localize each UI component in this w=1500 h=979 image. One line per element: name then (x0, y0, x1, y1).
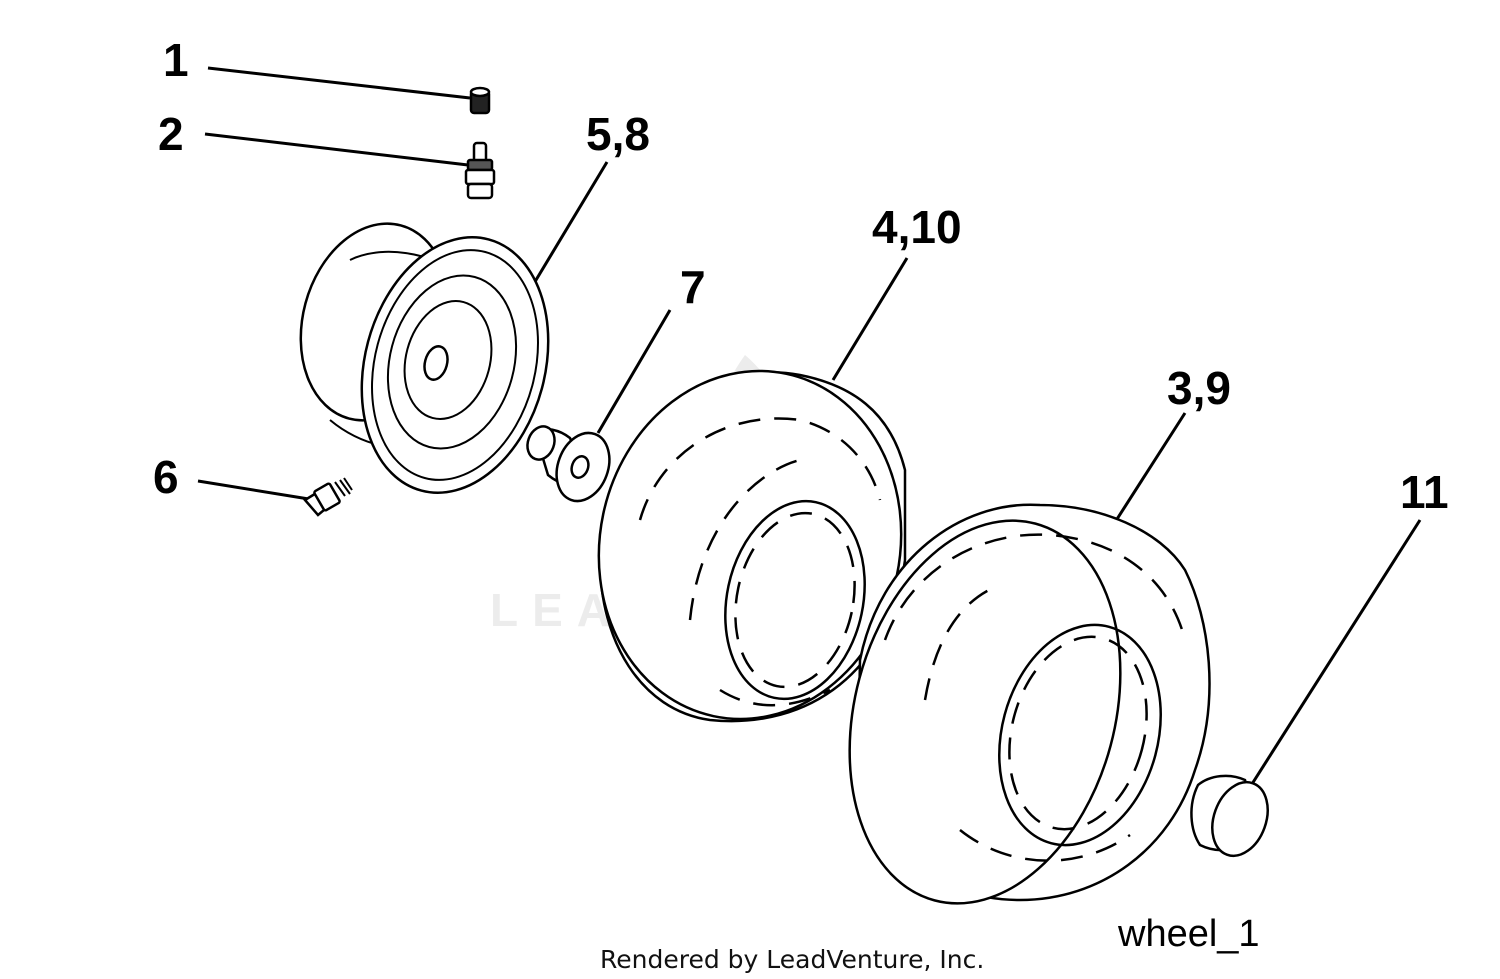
callout-5-8: 5,8 (586, 108, 650, 160)
callout-11: 11 (1400, 466, 1449, 518)
footer-credit: Rendered by LeadVenture, Inc. (600, 945, 984, 974)
callouts: 1 2 5,8 6 7 4,10 3,9 11 (153, 34, 1449, 518)
callout-4-10: 4,10 (872, 201, 962, 253)
valve-cap-icon (469, 86, 491, 115)
leader-line-7 (596, 309, 672, 434)
rim-icon (299, 222, 550, 494)
leader-line-4-10 (831, 257, 909, 381)
hub-cap-icon (1190, 774, 1269, 858)
leader-lines (197, 66, 1422, 796)
callout-7: 7 (680, 261, 706, 313)
leader-line-1 (207, 66, 471, 100)
tire-icon (848, 503, 1211, 905)
leader-line-5-8 (531, 161, 609, 286)
leader-line-3-9 (1108, 412, 1187, 531)
tire-icon (597, 369, 907, 723)
callout-6: 6 (153, 451, 179, 503)
grease-fitting-icon (303, 477, 353, 517)
leader-line-11 (1243, 519, 1422, 796)
bushing-icon (526, 425, 611, 503)
callout-3-9: 3,9 (1167, 362, 1231, 414)
leader-line-2 (204, 132, 469, 167)
valve-stem-icon (464, 141, 496, 200)
figure-name: wheel_1 (1117, 913, 1260, 955)
callout-1: 1 (163, 34, 189, 86)
callout-2: 2 (158, 108, 184, 160)
leader-line-6 (197, 479, 316, 502)
